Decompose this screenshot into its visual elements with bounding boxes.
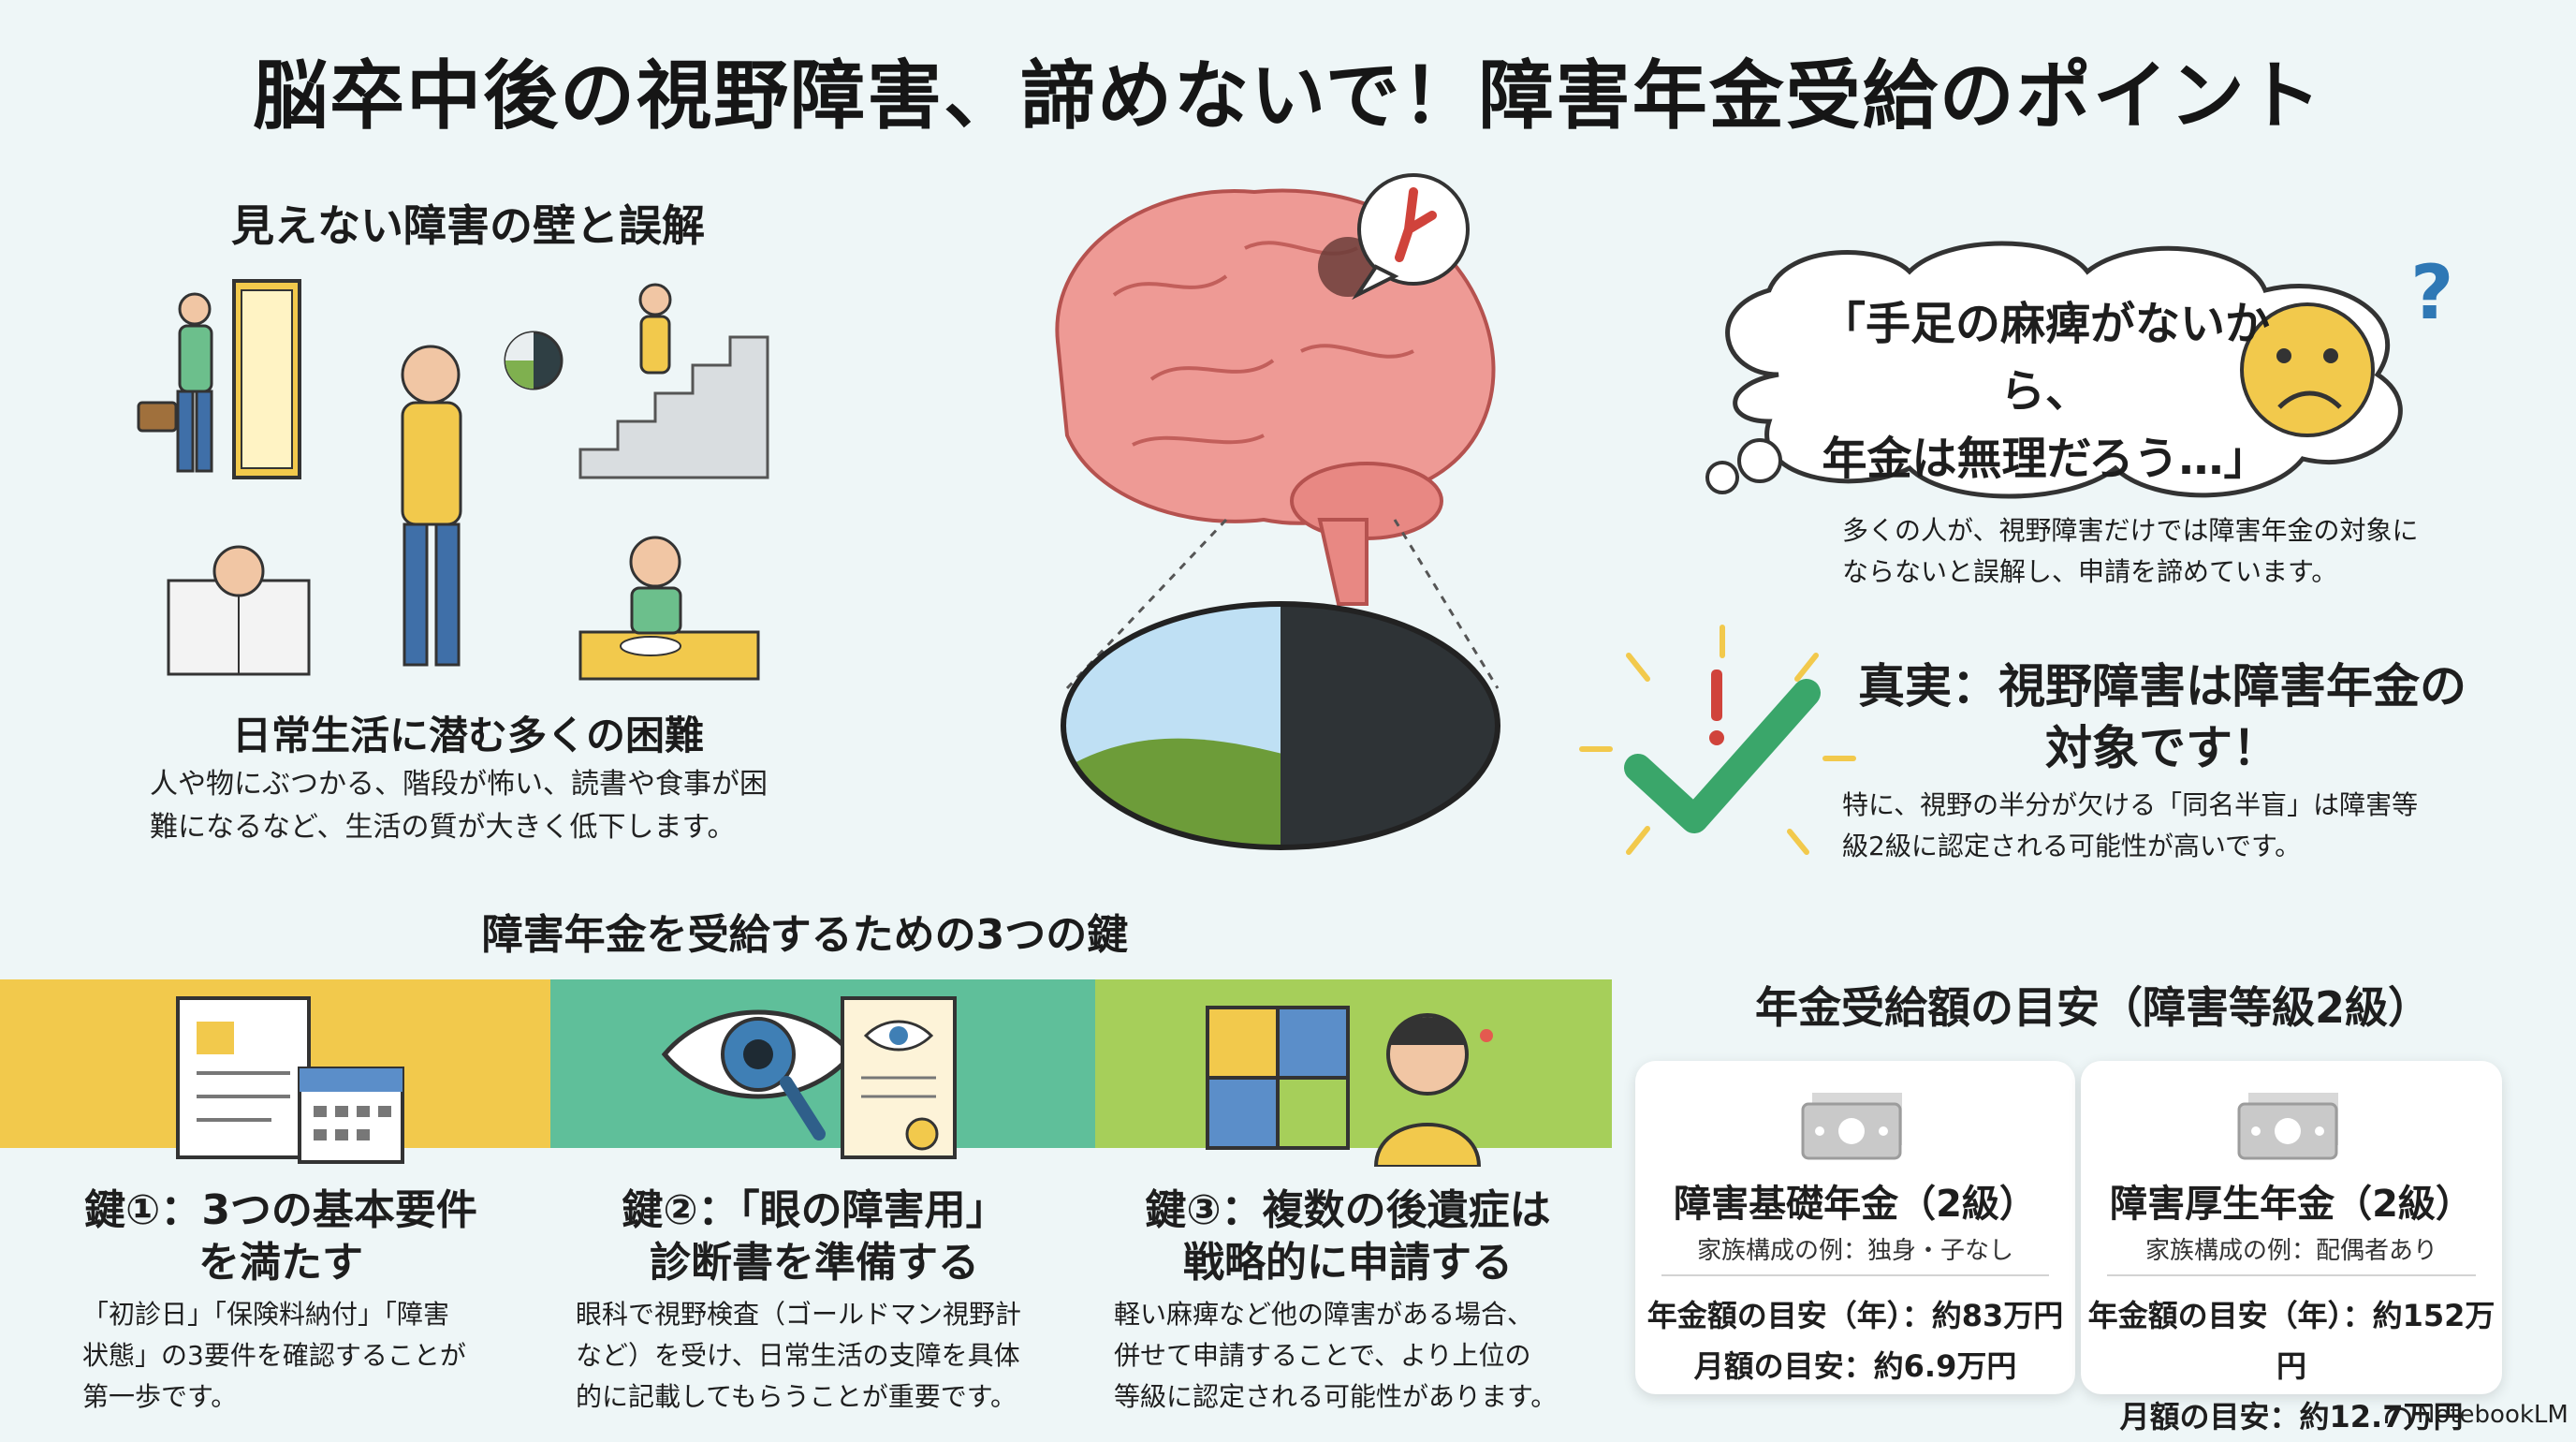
puzzle-person-icon <box>1206 1006 1493 1167</box>
card2-annual: 年金額の目安（年）：約152万円 <box>2087 1298 2496 1384</box>
key3-title-line-2: 戦略的に申請する <box>1183 1239 1513 1287</box>
key1-title-line-1: 鍵①：3つの基本要件 <box>84 1186 477 1234</box>
key3-body-line-1: 軽い麻痺など他の障害がある場合、 <box>1114 1299 1534 1330</box>
pension-card-employee: 障害厚生年金（2級） 家族構成の例：配偶者あり 年金額の目安（年）：約152万円… <box>2081 1061 2502 1435</box>
key2-title: 鍵②：「眼の障害用」 診断書を準備する <box>580 1184 1048 1289</box>
pension-card-basic: 障害基礎年金（2級） 家族構成の例：独身・子なし 年金額の目安（年）：約83万円… <box>1635 1061 2075 1394</box>
key3-band <box>1095 979 1612 1148</box>
key2-body-line-2: など）を受け、日常生活の支障を具体 <box>576 1340 1020 1371</box>
misconception-line-2: ならないと誤解し、申請を諦めています。 <box>1842 556 2338 587</box>
card2-title: 障害厚生年金（2級） <box>2110 1183 2473 1226</box>
key1-title: 鍵①：3つの基本要件 を満たす <box>56 1184 505 1289</box>
keys-heading: 障害年金を受給するための3つの鍵 <box>481 911 1129 959</box>
brain-illustration <box>1055 173 1500 850</box>
thought-line-1: 「手足の麻痺がないから、 <box>1820 298 2270 418</box>
thought-cloud: ? <box>1705 241 2453 499</box>
difficulty-body: 人や物にぶつかる、階段が怖い、読書や食事が困 難になるなど、生活の質が大きく低下… <box>150 763 805 849</box>
misconception-text: 多くの人が、視野障害だけでは障害年金の対象に ならないと誤解し、申請を諦めていま… <box>1842 510 2479 593</box>
key3-body-line-3: 等級に認定される可能性があります。 <box>1114 1381 1558 1412</box>
key2-title-line-2: 診断書を準備する <box>650 1239 979 1287</box>
card1-monthly: 月額の目安：約6.9万円 <box>1693 1348 2017 1384</box>
key3-body: 軽い麻痺など他の障害がある場合、 併せて申請することで、より上位の 等級に認定さ… <box>1114 1294 1601 1418</box>
key2-body-line-1: 眼科で視野検査（ゴールドマン視野計 <box>576 1299 1022 1330</box>
card2-amounts: 年金額の目安（年）：約152万円 月額の目安：約12.7万円 <box>2081 1290 2502 1442</box>
difficulty-title: 日常生活に潜む多くの困難 <box>231 713 704 758</box>
difficulty-body-line-1: 人や物にぶつかる、階段が怖い、読書や食事が困 <box>150 768 768 801</box>
thought-line-2: 年金は無理だろう…」 <box>1822 433 2269 485</box>
card2-divider <box>2107 1274 2476 1276</box>
check-mark-icon <box>1579 625 1856 855</box>
key3-body-line-2: 併せて申請することで、より上位の <box>1114 1340 1531 1371</box>
svg-text:?: ? <box>2410 249 2453 336</box>
card1-title: 障害基礎年金（2級） <box>1674 1183 2037 1226</box>
page-title: 脳卒中後の視野障害、諦めないで！障害年金受給のポイント <box>253 52 2323 140</box>
key1-body-line-2: 状態」の3要件を確認することが <box>82 1340 466 1371</box>
worried-face-icon <box>2240 302 2375 437</box>
truth-title-line-2: 対象です！ <box>2045 721 2279 775</box>
card1-amounts: 年金額の目安（年）：約83万円 月額の目安：約6.9万円 <box>1635 1290 2075 1391</box>
eye-certificate-icon <box>661 996 957 1159</box>
key1-title-line-2: を満たす <box>198 1239 363 1287</box>
thought-text: 「手足の麻痺がないから、 年金は無理だろう…」 <box>1783 290 2307 493</box>
card1-family: 家族構成の例：独身・子なし <box>1696 1237 2013 1265</box>
card1-annual: 年金額の目安（年）：約83万円 <box>1647 1298 2064 1333</box>
key3-title-line-1: 鍵③：複数の後遺症は <box>1145 1186 1551 1234</box>
misconception-line-1: 多くの人が、視野障害だけでは障害年金の対象に <box>1842 515 2419 546</box>
daily-difficulty-illustration <box>137 279 769 681</box>
truth-title: 真実：視野障害は障害年金の 対象です！ <box>1835 655 2490 779</box>
key2-body-line-3: 的に記載してもらうことが重要です。 <box>576 1381 1017 1412</box>
key2-body: 眼科で視野検査（ゴールドマン視野計 など）を受け、日常生活の支障を具体 的に記載… <box>576 1294 1062 1418</box>
key1-body-line-3: 第一歩です。 <box>82 1381 238 1412</box>
card1-divider <box>1661 1274 2049 1276</box>
truth-body-line-1: 特に、視野の半分が欠ける「同名半盲」は障害等 <box>1842 789 2419 820</box>
notebooklm-logo-icon <box>2385 1407 2411 1423</box>
key1-body-line-1: 「初診日」「保険料納付」「障害 <box>82 1299 450 1330</box>
key1-body: 「初診日」「保険料納付」「障害 状態」の3要件を確認することが 第一歩です。 <box>82 1294 532 1418</box>
difficulty-body-line-2: 難になるなど、生活の質が大きく低下します。 <box>150 811 736 844</box>
document-calendar-icon <box>176 996 404 1164</box>
pension-heading: 年金受給額の目安（障害等級2級） <box>1754 982 2431 1033</box>
key3-title: 鍵③：複数の後遺症は 戦略的に申請する <box>1105 1184 1591 1289</box>
truth-title-line-1: 真実：視野障害は障害年金の <box>1858 659 2466 714</box>
card2-family: 家族構成の例：配偶者あり <box>2144 1237 2437 1265</box>
section-heading-invisible-barrier: 見えない障害の壁と誤解 <box>231 200 705 251</box>
banknote-icon <box>1801 1093 1902 1160</box>
brand-label: NotebookLM <box>2417 1401 2569 1429</box>
key2-title-line-1: 鍵②：「眼の障害用」 <box>622 1186 1007 1234</box>
truth-body-line-2: 級2級に認定される可能性が高いです。 <box>1842 831 2302 861</box>
banknote-icon <box>2237 1093 2338 1160</box>
truth-body: 特に、視野の半分が欠ける「同名半盲」は障害等 級2級に認定される可能性が高いです… <box>1842 785 2479 867</box>
notebooklm-brand: NotebookLM <box>2385 1401 2569 1429</box>
